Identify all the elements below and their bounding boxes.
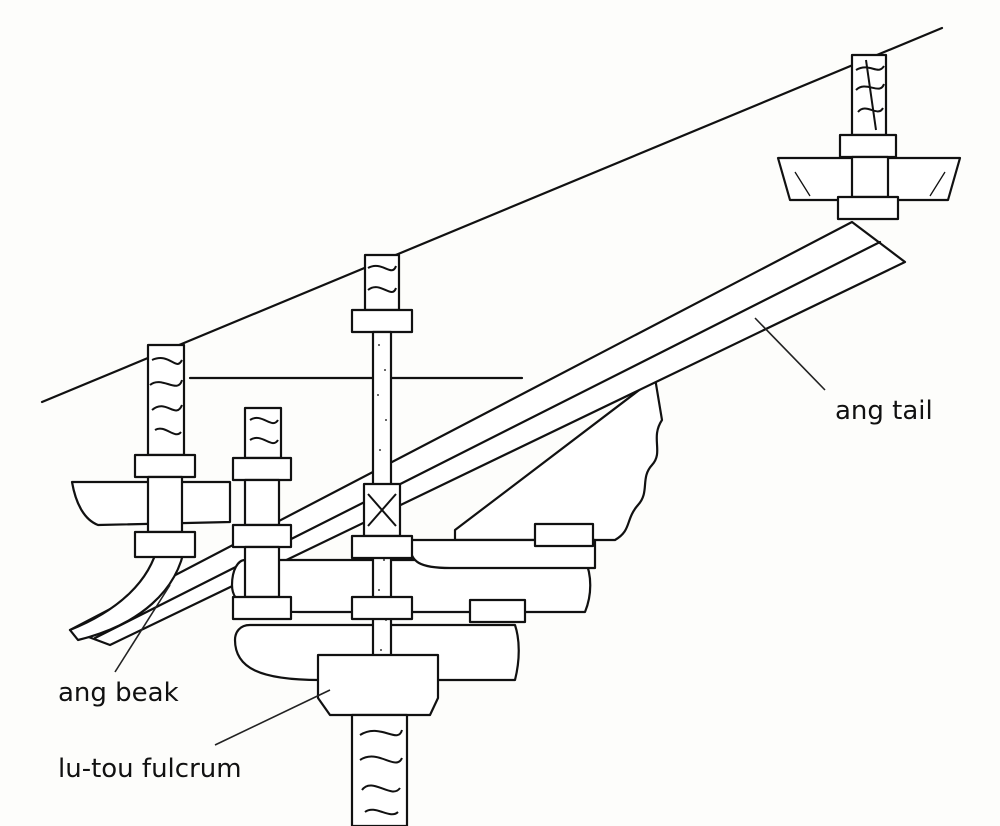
central-crossblock-grain (367, 493, 397, 527)
ang-lever-inner-line (93, 240, 882, 640)
outer-post (146, 343, 186, 457)
central-top-post (363, 253, 401, 312)
ang-tail-leader (754, 317, 826, 391)
back-bracket-profile (453, 376, 664, 542)
top-right-stem (850, 155, 890, 199)
bottom-column-grain (359, 729, 403, 816)
second-mid-block (231, 523, 293, 549)
arm-end-block-lower (468, 598, 527, 624)
outer-stem (146, 475, 184, 534)
second-stem-lower (243, 545, 281, 599)
central-mid-block (350, 534, 414, 560)
outer-bearing-block (133, 453, 197, 479)
top-right-base-block (836, 195, 900, 221)
lu-tou-fulcrum-leader (214, 689, 331, 746)
rafter-line (40, 26, 944, 404)
lu-tou-fulcrum-label: lu-tou fulcrum (58, 754, 242, 784)
lu-tou-block (316, 653, 440, 717)
outer-base-block (133, 530, 197, 559)
central-top-post-grain (367, 265, 397, 293)
top-right-bearing-block (838, 133, 898, 159)
ang-beak-leader (114, 584, 171, 673)
second-base-block (231, 595, 293, 621)
second-post (243, 406, 283, 460)
second-stem-upper (243, 478, 281, 527)
central-low-block (350, 595, 414, 621)
second-post-grain (249, 417, 279, 445)
ang-tail-label: ang tail (835, 396, 933, 426)
ang-beak-label: ang beak (58, 678, 179, 708)
central-top-block (350, 308, 414, 334)
inner-bracket-bevel (794, 171, 946, 197)
second-bearing-block (231, 456, 293, 482)
arm-end-block-upper (533, 522, 595, 548)
outer-post-grain (149, 357, 183, 436)
top-right-post-grain (855, 59, 885, 131)
